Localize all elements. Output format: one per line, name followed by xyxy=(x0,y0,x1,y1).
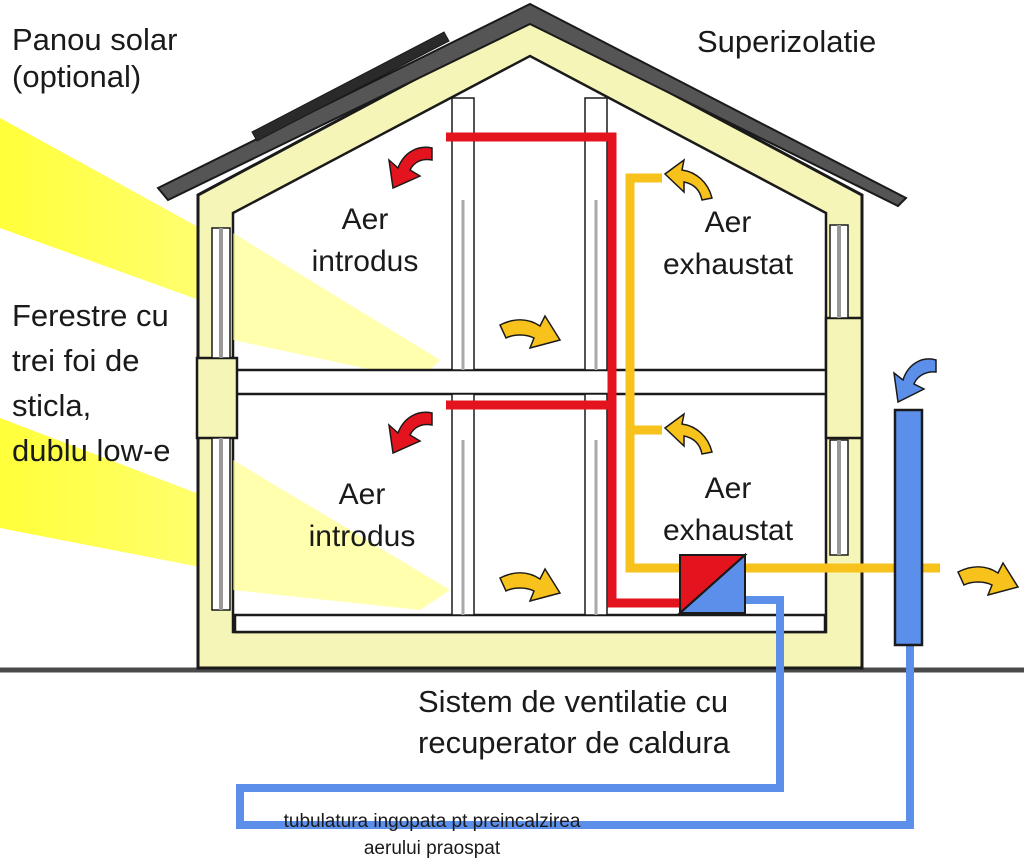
superinsulation-label: Superizolatie xyxy=(697,24,877,59)
solar-panel xyxy=(251,31,450,142)
right-windows xyxy=(824,224,864,556)
solar-panel-label: Panou solar (optional) xyxy=(12,22,178,94)
air-in-bottom-label: Aer introdus xyxy=(308,478,416,553)
supply-air-duct xyxy=(446,132,680,608)
interior-partitions xyxy=(451,97,608,616)
curved-arrow-blue-icon xyxy=(893,358,937,404)
roof xyxy=(156,2,908,208)
air-out-top-label: Aer exhaustat xyxy=(662,206,794,281)
ground-floor-slab xyxy=(233,613,827,634)
curved-arrow-yellow-icon xyxy=(499,158,1020,603)
curved-arrow-red-icon xyxy=(387,146,433,455)
heat-recovery-unit xyxy=(677,552,748,616)
fresh-air-ground-duct xyxy=(236,596,914,829)
ventilation-system-label: Sistem de ventilatie cu recuperator de c… xyxy=(418,684,730,760)
ground-pipe-label: tubulatura ingopata pt preincalzirea aer… xyxy=(283,811,581,859)
left-windows xyxy=(195,227,239,611)
air-in-top-label: Aer introdus xyxy=(311,203,419,278)
sunlight-interior xyxy=(233,233,450,610)
exhaust-air-duct xyxy=(625,173,940,573)
windows-label: Ferestre cu trei foi de sticla, dublu lo… xyxy=(12,298,171,468)
air-out-bottom-label: Aer exhaustat xyxy=(662,472,794,547)
fresh-air-intake xyxy=(893,408,924,647)
middle-floor-slab xyxy=(223,368,837,396)
